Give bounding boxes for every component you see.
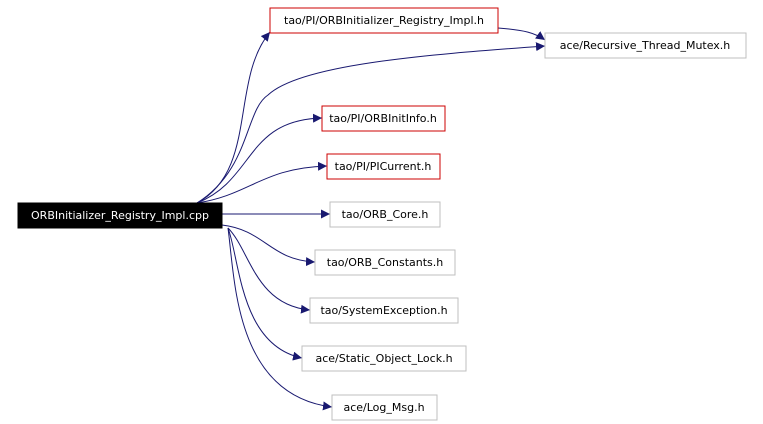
node-label: tao/ORB_Constants.h [327,256,444,269]
source-node[interactable]: ORBInitializer_Registry_Impl.cpp [17,202,223,229]
node-box [326,153,441,180]
edge-src-to-staticlock-h [227,227,303,361]
node-label: ace/Recursive_Thread_Mutex.h [560,39,731,52]
source-node-box [17,202,223,229]
node-box [269,7,499,34]
node-box [544,32,747,59]
node-box [331,394,438,421]
node-orbinitializer-registry-impl-h[interactable]: tao/PI/ORBInitializer_Registry_Impl.h [269,7,499,34]
node-orb-core-h[interactable]: tao/ORB_Core.h [329,201,441,228]
node-orb-constants-h[interactable]: tao/ORB_Constants.h [314,249,456,276]
node-label: ace/Static_Object_Lock.h [315,352,452,365]
edge-src-to-picurrent-h [196,161,328,204]
node-box [321,105,446,132]
edge-src-to-mutex-h [196,42,546,204]
node-systemexception-h[interactable]: tao/SystemException.h [309,297,459,324]
node-box [301,345,467,372]
edge-reg-h-to-mutex-h [497,27,546,41]
node-label: tao/ORB_Core.h [342,208,429,221]
node-recursive-thread-mutex-h[interactable]: ace/Recursive_Thread_Mutex.h [544,32,747,59]
edge-src-to-logmsg-h [227,227,333,411]
node-orbinitinfo-h[interactable]: tao/PI/ORBInitInfo.h [321,105,446,132]
edges [196,27,546,411]
node-picurrent-h[interactable]: tao/PI/PICurrent.h [326,153,441,180]
node-box [329,201,441,228]
node-label: tao/PI/ORBInitializer_Registry_Impl.h [284,14,484,27]
node-box [314,249,456,276]
edge-src-to-orbconst-h [221,224,316,267]
edge-src-to-sysexc-h [227,227,311,314]
node-static-object-lock-h[interactable]: ace/Static_Object_Lock.h [301,345,467,372]
node-box [309,297,459,324]
node-log-msg-h[interactable]: ace/Log_Msg.h [331,394,438,421]
node-label: tao/PI/PICurrent.h [335,160,432,173]
node-label: tao/PI/ORBInitInfo.h [329,112,437,125]
edge-src-to-reg-h [196,31,271,204]
source-node-label: ORBInitializer_Registry_Impl.cpp [31,209,209,222]
node-label: tao/SystemException.h [320,304,447,317]
node-label: ace/Log_Msg.h [343,401,424,414]
edge-src-to-initinfo-h [196,113,323,204]
